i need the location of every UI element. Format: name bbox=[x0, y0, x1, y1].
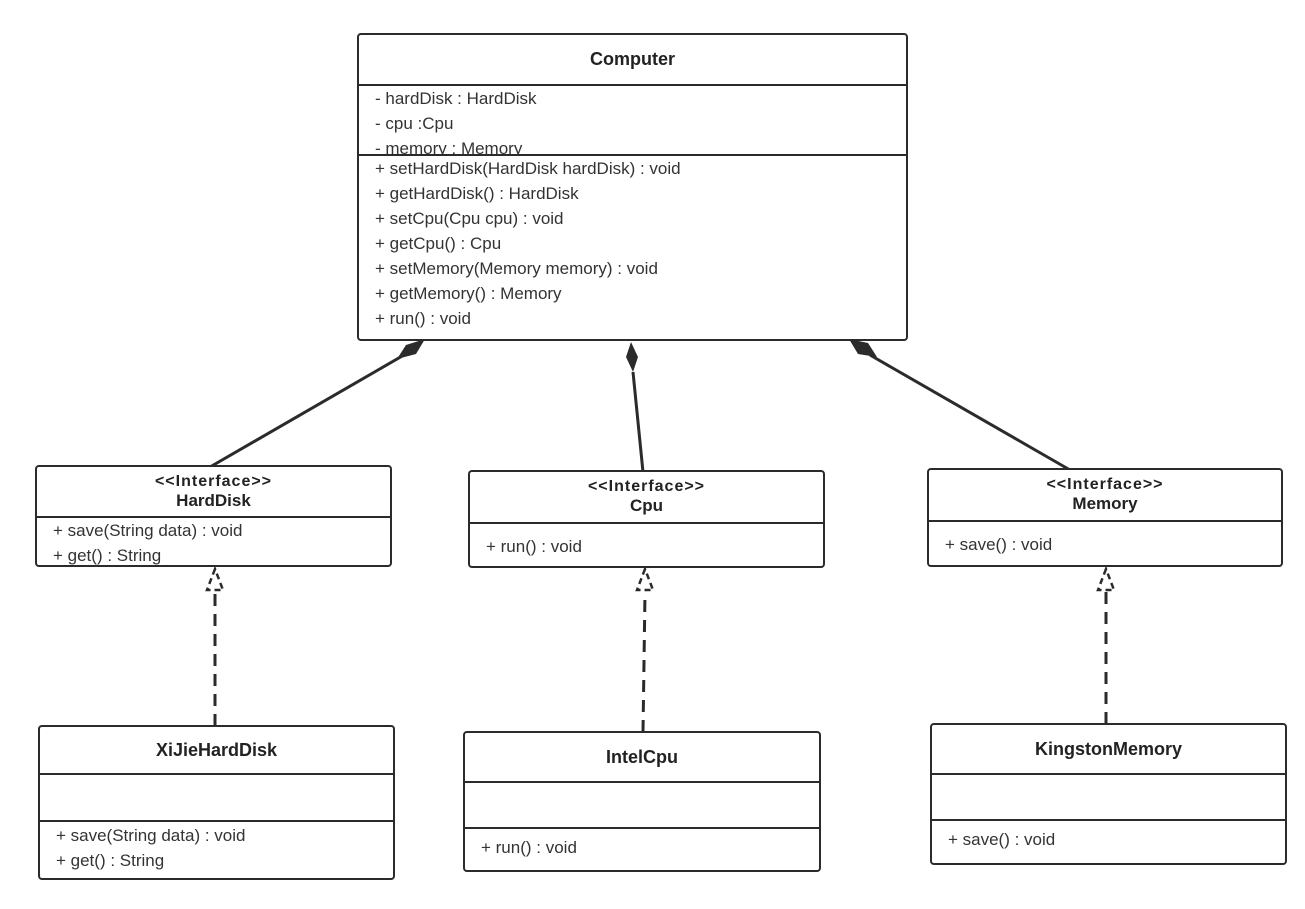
realization-line-intel bbox=[641, 591, 647, 733]
operation-row: + run() : void bbox=[375, 309, 471, 328]
class-computer-operations: + setHardDisk(HardDisk hardDisk) : void … bbox=[359, 156, 906, 331]
class-computer-attributes: - hardDisk : HardDisk - cpu :Cpu - memor… bbox=[359, 86, 906, 156]
operation-row: + run() : void bbox=[486, 537, 582, 556]
class-intelcpu-header: IntelCpu bbox=[465, 733, 819, 783]
operation-row: + setCpu(Cpu cpu) : void bbox=[375, 209, 564, 228]
operation-row: + save() : void bbox=[948, 830, 1056, 849]
interface-name: HardDisk bbox=[176, 490, 251, 510]
operation-row: + save(String data) : void bbox=[53, 521, 243, 540]
class-kingstonmemory-header: KingstonMemory bbox=[932, 725, 1285, 775]
composition-diamond-memory bbox=[849, 339, 877, 357]
stereotype-label: <<Interface>> bbox=[1046, 476, 1164, 493]
operation-row: + run() : void bbox=[481, 838, 577, 857]
operation-row: + setHardDisk(HardDisk hardDisk) : void bbox=[375, 159, 681, 178]
class-name: XiJieHardDisk bbox=[155, 739, 278, 760]
operation-row: + setMemory(Memory memory) : void bbox=[375, 259, 658, 278]
class-intelcpu-operations: + run() : void bbox=[465, 829, 819, 860]
class-intelcpu-attributes bbox=[465, 783, 819, 829]
class-computer-header: Computer bbox=[359, 35, 906, 86]
class-kingstonmemory-operations: + save() : void bbox=[932, 821, 1285, 852]
interface-memory-header: <<Interface>> Memory bbox=[929, 470, 1281, 522]
class-kingstonmemory-attributes bbox=[932, 775, 1285, 821]
attribute-row: - memory : Memory bbox=[375, 139, 523, 156]
interface-harddisk-header: <<Interface>> HardDisk bbox=[37, 467, 390, 518]
interface-memory[interactable]: <<Interface>> Memory + save() : void bbox=[927, 468, 1283, 567]
interface-harddisk[interactable]: <<Interface>> HardDisk + save(String dat… bbox=[35, 465, 392, 567]
realization-arrow-kingston bbox=[1096, 565, 1116, 592]
composition-diamond-harddisk bbox=[397, 339, 425, 359]
interface-cpu-header: <<Interface>> Cpu bbox=[470, 472, 823, 524]
class-name: KingstonMemory bbox=[1034, 738, 1182, 759]
interface-cpu[interactable]: <<Interface>> Cpu + run() : void bbox=[468, 470, 825, 568]
operation-row: + save() : void bbox=[945, 535, 1053, 554]
realization-arrow-xijie bbox=[205, 565, 225, 592]
interface-name: Memory bbox=[1072, 494, 1138, 513]
composition-line-memory bbox=[869, 353, 1071, 472]
composition-line-cpu bbox=[631, 371, 645, 473]
class-kingstonmemory[interactable]: KingstonMemory + save() : void bbox=[930, 723, 1287, 865]
attribute-row: - hardDisk : HardDisk bbox=[375, 89, 537, 108]
operation-row: + getHardDisk() : HardDisk bbox=[375, 184, 579, 203]
class-xijiehardisk-operations: + save(String data) : void + get() : Str… bbox=[40, 822, 393, 873]
attribute-row: - cpu :Cpu bbox=[375, 114, 454, 133]
operation-row: + get() : String bbox=[56, 851, 165, 870]
class-xijiehardisk-header: XiJieHardDisk bbox=[40, 727, 393, 775]
class-intelcpu[interactable]: IntelCpu + run() : void bbox=[463, 731, 821, 872]
realization-arrow-intel bbox=[635, 565, 655, 592]
composition-diamond-cpu bbox=[626, 342, 638, 372]
operation-row: + get() : String bbox=[53, 546, 162, 565]
class-name: Computer bbox=[590, 49, 675, 69]
interface-harddisk-operations: + save(String data) : void + get() : Str… bbox=[37, 518, 390, 565]
class-xijiehardisk-attributes bbox=[40, 775, 393, 822]
interface-cpu-operations: + run() : void bbox=[470, 524, 823, 559]
stereotype-label: <<Interface>> bbox=[154, 472, 273, 490]
operation-row: + getCpu() : Cpu bbox=[375, 234, 502, 253]
composition-line-harddisk bbox=[209, 353, 405, 469]
interface-name: Cpu bbox=[629, 496, 664, 515]
operation-row: + save(String data) : void bbox=[56, 826, 246, 845]
operation-row: + getMemory() : Memory bbox=[375, 284, 562, 303]
class-name: IntelCpu bbox=[606, 746, 678, 767]
stereotype-label: <<Interface>> bbox=[587, 478, 706, 495]
class-computer[interactable]: Computer - hardDisk : HardDisk - cpu :Cp… bbox=[357, 33, 908, 341]
class-xijiehardisk[interactable]: XiJieHardDisk + save(String data) : void… bbox=[38, 725, 395, 880]
interface-memory-operations: + save() : void bbox=[929, 522, 1281, 557]
